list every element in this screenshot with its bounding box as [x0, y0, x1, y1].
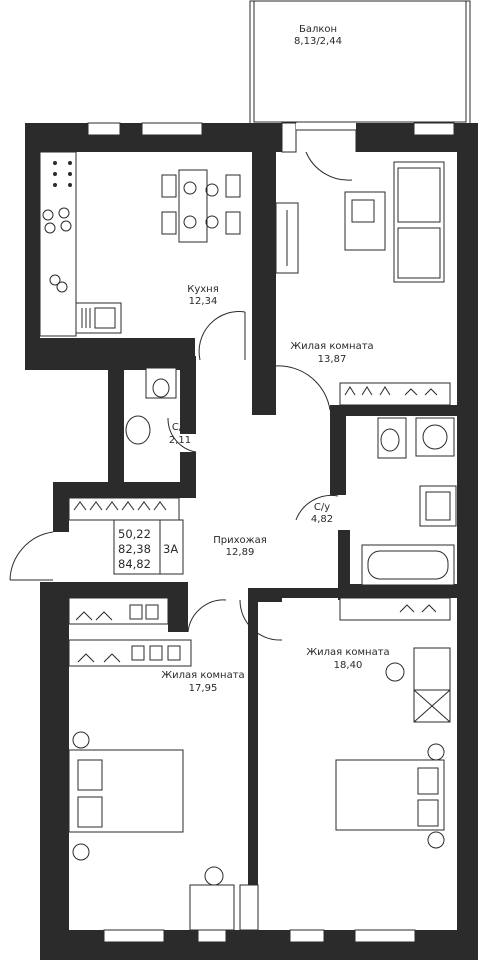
bath-small-fixtures — [125, 367, 197, 453]
balcony-area: 8,13/2,44 — [294, 36, 342, 47]
bath-large-fixtures — [295, 417, 457, 586]
kitchen-furniture — [39, 151, 246, 361]
windows — [87, 122, 455, 943]
kitchen-name: Кухня — [187, 284, 219, 295]
area-box: 50,22 82,38 84,82 3А — [113, 519, 184, 575]
bath-large-area: 4,82 — [311, 514, 333, 525]
living-area-value: 50,22 — [118, 527, 151, 541]
living-top-name: Жилая комната — [290, 341, 373, 352]
living-left-area: 17,95 — [189, 683, 218, 694]
total-area-value: 82,38 — [118, 542, 151, 556]
living-right-area: 18,40 — [334, 660, 363, 671]
hallway-fixtures — [9, 497, 283, 641]
sink-icon — [49, 274, 122, 334]
living-top-furniture — [275, 161, 451, 411]
living-left-name: Жилая комната — [161, 670, 244, 681]
kitchen-area: 12,34 — [189, 296, 218, 307]
bath-small-name: С/у — [172, 422, 188, 433]
bath-large-name: С/у — [314, 502, 330, 513]
hallway-name: Прихожая — [213, 535, 267, 546]
hallway-area: 12,89 — [226, 547, 255, 558]
living-left-furniture — [68, 597, 259, 931]
living-right-name: Жилая комната — [306, 647, 389, 658]
living-top-area: 13,87 — [318, 354, 347, 365]
total-with-balcony-value: 84,82 — [118, 557, 151, 571]
dining-table — [161, 169, 241, 243]
balcony-name: Балкон — [299, 24, 337, 35]
balcony — [249, 0, 471, 126]
bath-small-area: 2,11 — [169, 435, 191, 446]
apartment-type: 3А — [163, 542, 178, 556]
living-right-furniture — [335, 597, 451, 849]
room-labels: Балкон 8,13/2,44 Кухня 12,34 Жилая комна… — [161, 24, 389, 694]
stove-icon — [42, 161, 72, 234]
